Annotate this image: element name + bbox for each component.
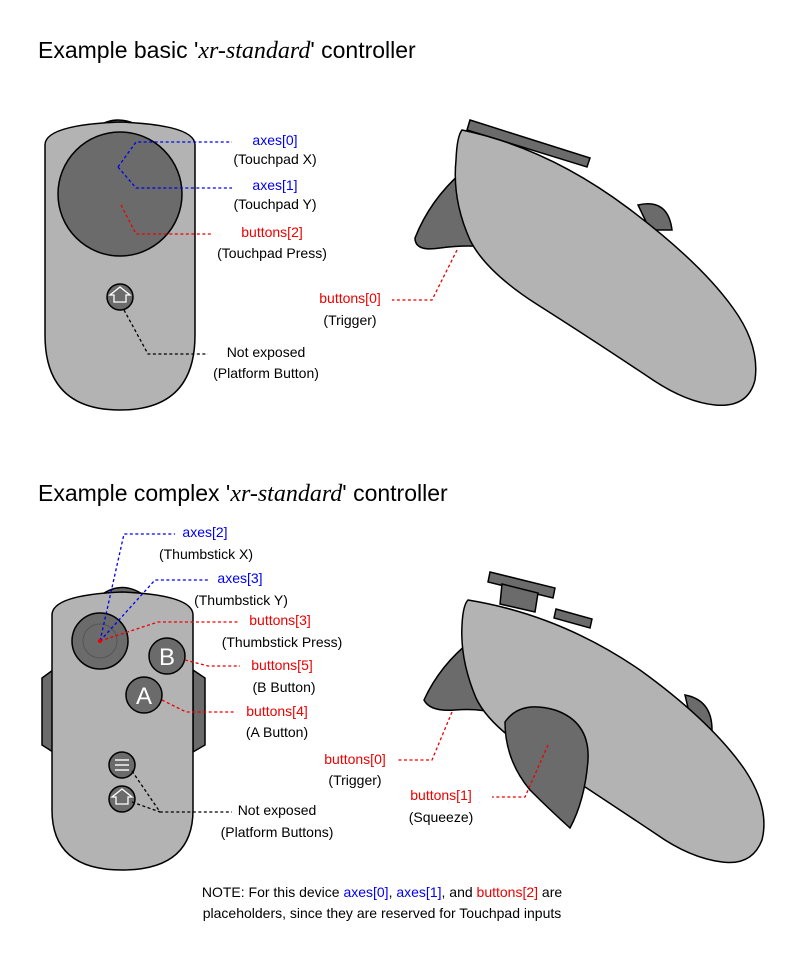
basic-side-back-bump: [636, 203, 673, 231]
label-buttons4: buttons[4]: [246, 703, 308, 719]
home-button: [106, 283, 134, 311]
label-trigger-complex: (Trigger): [328, 772, 381, 788]
leader-platform-buttons-2: [131, 801, 161, 813]
basic-side-top-bar: [466, 119, 591, 168]
label-axes0: axes[0]: [252, 132, 297, 148]
label-axes1: axes[1]: [252, 177, 297, 193]
basic-title: Example basic 'xr-standard' controller: [38, 37, 416, 64]
label-axes3: axes[3]: [217, 570, 262, 586]
leader-trigger-basic: [392, 249, 458, 301]
squeeze-grip: [504, 706, 589, 830]
label-squeeze: (Squeeze): [409, 809, 474, 825]
label-platform-buttons: (Platform Buttons): [221, 824, 334, 840]
complex-side-body: [461, 599, 765, 864]
label-touchpad-x: (Touchpad X): [233, 151, 316, 167]
complex-right-grip: [192, 668, 206, 754]
basic-controller-front: [44, 119, 196, 411]
complex-title: Example complex 'xr-standard' controller: [38, 480, 448, 507]
label-buttons0-complex: buttons[0]: [324, 751, 386, 767]
complex-side-top-button: [553, 608, 593, 629]
label-trigger-basic: (Trigger): [323, 312, 376, 328]
leader-buttons2: [120, 204, 213, 235]
label-thumbstick-x: (Thumbstick X): [159, 546, 253, 562]
menu-icon: [115, 759, 129, 771]
leader-axes0: [117, 141, 232, 168]
touchpad: [57, 131, 183, 257]
label-axes2: axes[2]: [182, 524, 227, 540]
b-button-glyph: B: [159, 644, 175, 671]
leader-buttons5: [184, 659, 240, 667]
home-icon: [110, 788, 134, 805]
leader-axes2: [99, 533, 175, 642]
label-not-exposed-complex: Not exposed: [238, 802, 317, 818]
a-button-glyph: A: [136, 683, 152, 710]
label-thumbstick-y: (Thumbstick Y): [194, 592, 288, 608]
label-touchpad-press: (Touchpad Press): [217, 245, 327, 261]
complex-controller-front: B A: [41, 586, 206, 871]
leader-axes1: [117, 166, 232, 189]
b-button: [148, 637, 186, 675]
label-thumbstick-press: (Thumbstick Press): [222, 634, 343, 650]
complex-side-top-stem: [499, 583, 539, 613]
home-icon: [108, 286, 132, 303]
label-touchpad-y: (Touchpad Y): [233, 196, 316, 212]
label-buttons5: buttons[5]: [251, 657, 313, 673]
label-buttons2: buttons[2]: [241, 224, 303, 240]
label-a-button: (A Button): [246, 724, 308, 740]
note-line-2: placeholders, since they are reserved fo…: [203, 905, 562, 921]
label-b-button: (B Button): [252, 679, 315, 695]
complex-controller-side: [423, 571, 765, 864]
label-buttons0-basic: buttons[0]: [319, 290, 381, 306]
leader-buttons3: [99, 621, 240, 642]
complex-side-top-bar: [487, 571, 556, 599]
label-platform-button: (Platform Button): [213, 365, 319, 381]
leader-platform-button: [123, 309, 208, 355]
label-not-exposed: Not exposed: [227, 344, 306, 360]
thumbstick-inner-ring: [82, 623, 118, 659]
leader-squeeze: [492, 744, 549, 798]
label-buttons3: buttons[3]: [249, 612, 311, 628]
a-button: [125, 676, 163, 714]
leader-trigger-complex: [398, 711, 453, 761]
label-buttons1: buttons[1]: [410, 787, 472, 803]
thumbstick-center-dot: [98, 639, 102, 643]
basic-controller-side: [414, 119, 757, 407]
note-line-1: NOTE: For this device axes[0], axes[1], …: [202, 884, 563, 900]
basic-side-body: [454, 129, 757, 407]
home-button-complex: [108, 785, 136, 813]
